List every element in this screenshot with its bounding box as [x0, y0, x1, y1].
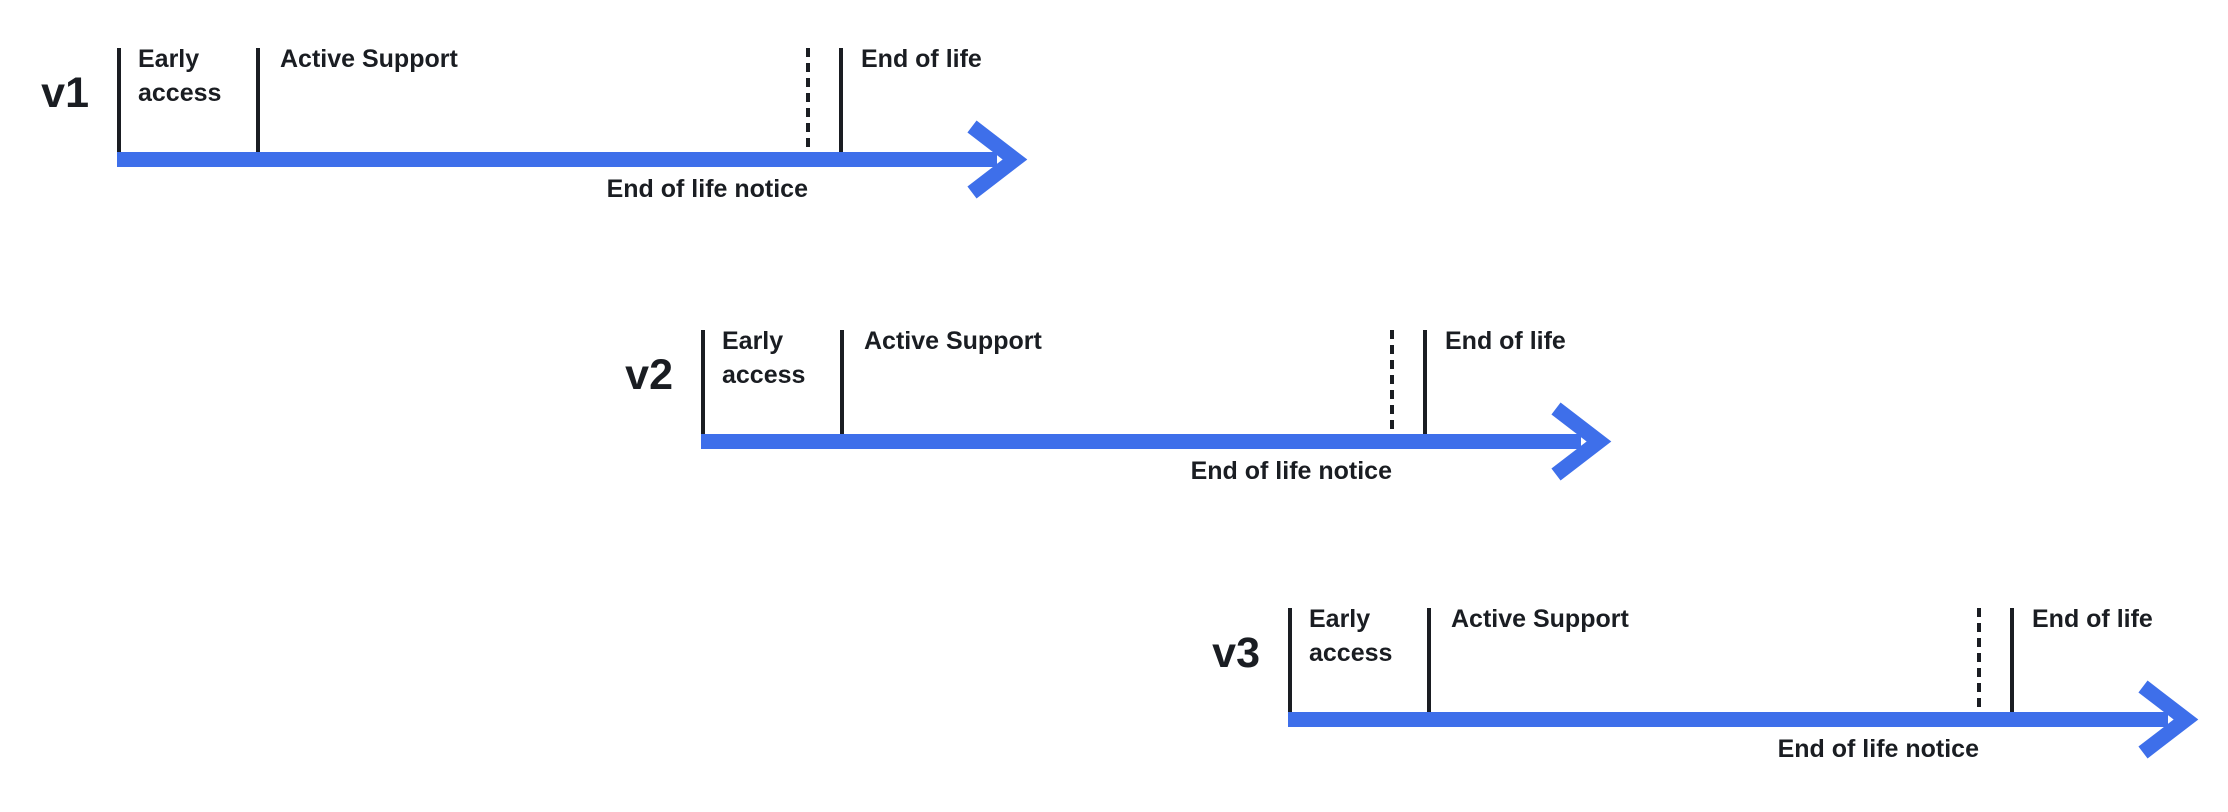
arrow-shaft: [701, 434, 1581, 449]
early-access-label: Early access: [722, 327, 806, 389]
end-of-life-notice-label: End of life notice: [606, 175, 808, 203]
tick-timeline-start: [701, 330, 705, 434]
arrow-head: [967, 120, 1028, 199]
version-timeline-v3: v3 Early access Active Support End of li…: [1212, 605, 2228, 812]
active-support-label: Active Support: [280, 45, 458, 73]
early-access-label: Early access: [1309, 605, 1393, 667]
end-of-life-label: End of life: [861, 45, 982, 73]
early-access-label: Early access: [138, 45, 222, 107]
version-timeline-v1: v1 Early access Active Support End of li…: [41, 45, 1062, 288]
arrow-head: [1551, 402, 1612, 481]
tick-eol-notice-dashed: [1977, 608, 1981, 707]
timeline-arrow: [117, 120, 1028, 199]
end-of-life-notice-label: End of life notice: [1777, 735, 1979, 763]
tick-early-access-end: [1427, 608, 1431, 712]
tick-end-of-life: [2010, 608, 2014, 712]
tick-timeline-start: [1288, 608, 1292, 712]
active-support-label: Active Support: [864, 327, 1042, 355]
arrow-shaft: [1288, 712, 2168, 727]
arrow-shaft: [117, 152, 997, 167]
tick-end-of-life: [1423, 330, 1427, 434]
version-label: v2: [625, 351, 673, 399]
tick-eol-notice-dashed: [1390, 330, 1394, 429]
tick-early-access-end: [840, 330, 844, 434]
version-label: v3: [1212, 629, 1260, 677]
end-of-life-label: End of life: [1445, 327, 1566, 355]
tick-end-of-life: [839, 48, 843, 152]
arrow-head: [2138, 680, 2199, 759]
version-label: v1: [41, 69, 89, 117]
tick-timeline-start: [117, 48, 121, 152]
timeline-arrow: [701, 402, 1612, 481]
end-of-life-label: End of life: [2032, 605, 2153, 633]
tick-early-access-end: [256, 48, 260, 152]
timeline-arrow: [1288, 680, 2199, 759]
tick-eol-notice-dashed: [806, 48, 810, 147]
end-of-life-notice-label: End of life notice: [1190, 457, 1392, 485]
active-support-label: Active Support: [1451, 605, 1629, 633]
version-timeline-v2: v2 Early access Active Support End of li…: [625, 327, 1646, 570]
